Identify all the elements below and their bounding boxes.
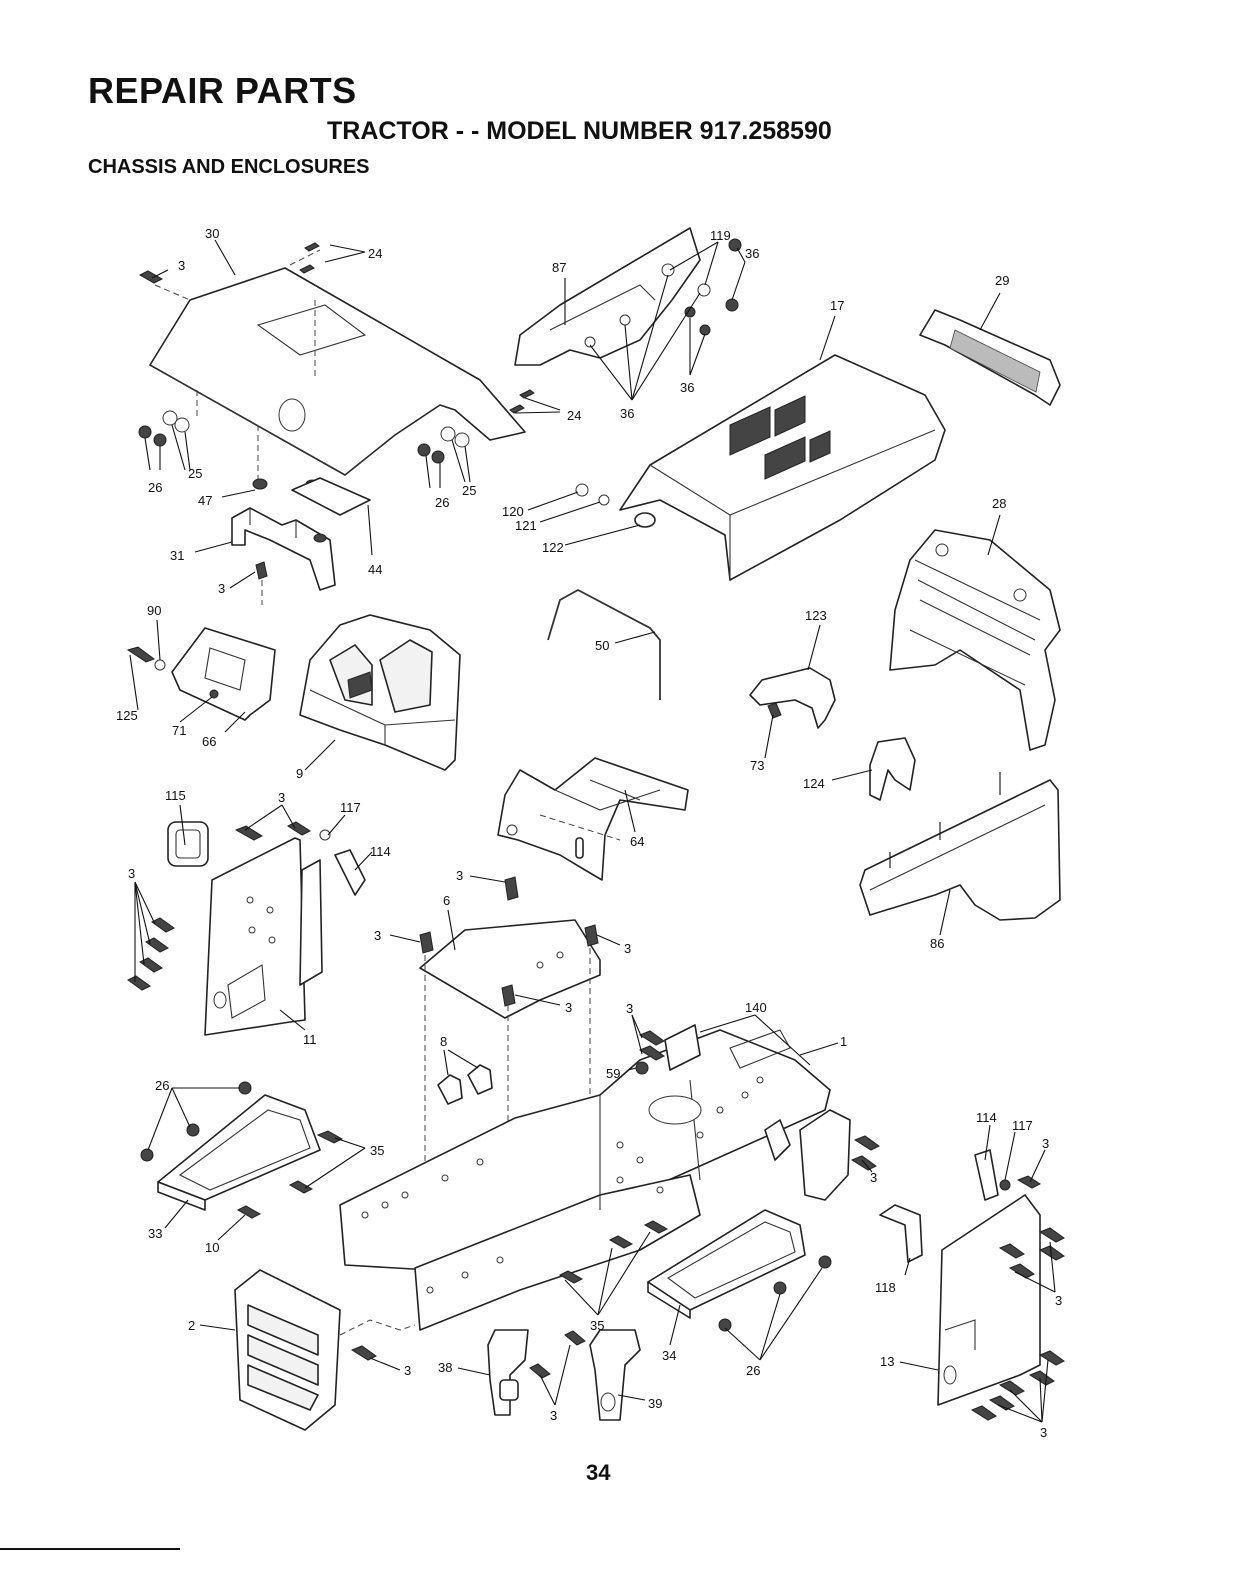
label-25: 25 — [188, 466, 202, 481]
label-10: 10 — [205, 1240, 219, 1255]
label-114: 114 — [976, 1110, 997, 1125]
part-66-shield — [128, 628, 275, 720]
label-3: 3 — [218, 581, 225, 596]
label-71: 71 — [172, 723, 186, 738]
label-47: 47 — [198, 493, 212, 508]
label-24: 24 — [368, 246, 382, 261]
label-36: 36 — [620, 406, 634, 421]
part-8-clips — [438, 1065, 492, 1104]
label-3: 3 — [456, 868, 463, 883]
label-30: 30 — [205, 226, 219, 241]
part-28-enclosure — [890, 530, 1060, 750]
label-64: 64 — [630, 834, 644, 849]
label-3: 3 — [626, 1001, 633, 1016]
label-26: 26 — [435, 495, 449, 510]
label-123: 123 — [805, 608, 827, 623]
label-86: 86 — [930, 936, 944, 951]
bottom-rule — [0, 1548, 180, 1550]
part-64-frame — [498, 758, 688, 880]
label-1: 1 — [840, 1034, 847, 1049]
label-3: 3 — [870, 1170, 877, 1185]
label-140: 140 — [745, 1000, 767, 1015]
label-117: 117 — [340, 800, 361, 815]
label-119: 119 — [710, 228, 731, 243]
part-86-side-panel — [860, 772, 1060, 920]
label-17: 17 — [830, 298, 844, 313]
label-114: 114 — [370, 844, 391, 859]
label-8: 8 — [440, 1034, 447, 1049]
label-122: 122 — [542, 540, 564, 555]
label-50: 50 — [595, 638, 609, 653]
part-124-bracket — [870, 738, 915, 800]
label-124: 124 — [803, 776, 825, 791]
label-3: 3 — [1055, 1293, 1062, 1308]
label-26: 26 — [746, 1363, 760, 1378]
label-29: 29 — [995, 273, 1009, 288]
page-number: 34 — [586, 1460, 610, 1486]
label-33: 33 — [148, 1226, 162, 1241]
label-38: 38 — [438, 1360, 452, 1375]
label-28: 28 — [992, 496, 1006, 511]
label-9: 9 — [296, 766, 303, 781]
label-125: 125 — [116, 708, 138, 723]
part-115-grommet — [168, 822, 208, 866]
part-33-footrest — [141, 1082, 342, 1218]
part-2-front-plate — [235, 1270, 415, 1430]
label-44: 44 — [368, 562, 382, 577]
label-6: 6 — [443, 893, 450, 908]
label-3: 3 — [550, 1408, 557, 1423]
label-11: 11 — [303, 1032, 317, 1047]
label-3: 3 — [178, 258, 185, 273]
label-3: 3 — [1042, 1136, 1049, 1151]
label-26: 26 — [155, 1078, 169, 1093]
part-31-bracket — [232, 478, 370, 605]
part-29-grille — [920, 310, 1060, 405]
label-121: 121 — [515, 518, 537, 533]
label-87: 87 — [552, 260, 566, 275]
label-3: 3 — [1040, 1425, 1047, 1440]
label-39: 39 — [648, 1396, 662, 1411]
label-24: 24 — [567, 408, 581, 423]
part-39-bracket — [565, 1330, 640, 1420]
label-73: 73 — [750, 758, 764, 773]
part-123-bracket — [750, 668, 835, 728]
label-66: 66 — [202, 734, 216, 749]
label-2: 2 — [188, 1318, 195, 1333]
label-3: 3 — [278, 790, 285, 805]
label-35: 35 — [370, 1143, 384, 1158]
label-36: 36 — [745, 246, 759, 261]
label-118: 118 — [875, 1280, 896, 1295]
label-115: 115 — [165, 788, 186, 803]
label-3: 3 — [565, 1000, 572, 1015]
label-34: 34 — [662, 1348, 676, 1363]
label-25: 25 — [462, 483, 476, 498]
label-13: 13 — [880, 1354, 894, 1369]
part-38-bracket — [488, 1330, 550, 1415]
part-9-dash-housing — [300, 615, 460, 770]
label-90: 90 — [147, 603, 161, 618]
label-117: 117 — [1012, 1118, 1033, 1133]
label-59: 59 — [606, 1066, 620, 1081]
part-11-left-panel — [128, 822, 365, 1035]
label-36: 36 — [680, 380, 694, 395]
label-35: 35 — [590, 1318, 604, 1333]
label-26: 26 — [148, 480, 162, 495]
label-120: 120 — [502, 504, 524, 519]
label-3: 3 — [374, 928, 381, 943]
label-31: 31 — [170, 548, 184, 563]
label-3: 3 — [624, 941, 631, 956]
part-30-dash-cover — [150, 250, 525, 480]
label-3: 3 — [404, 1363, 411, 1378]
label-3: 3 — [128, 866, 135, 881]
